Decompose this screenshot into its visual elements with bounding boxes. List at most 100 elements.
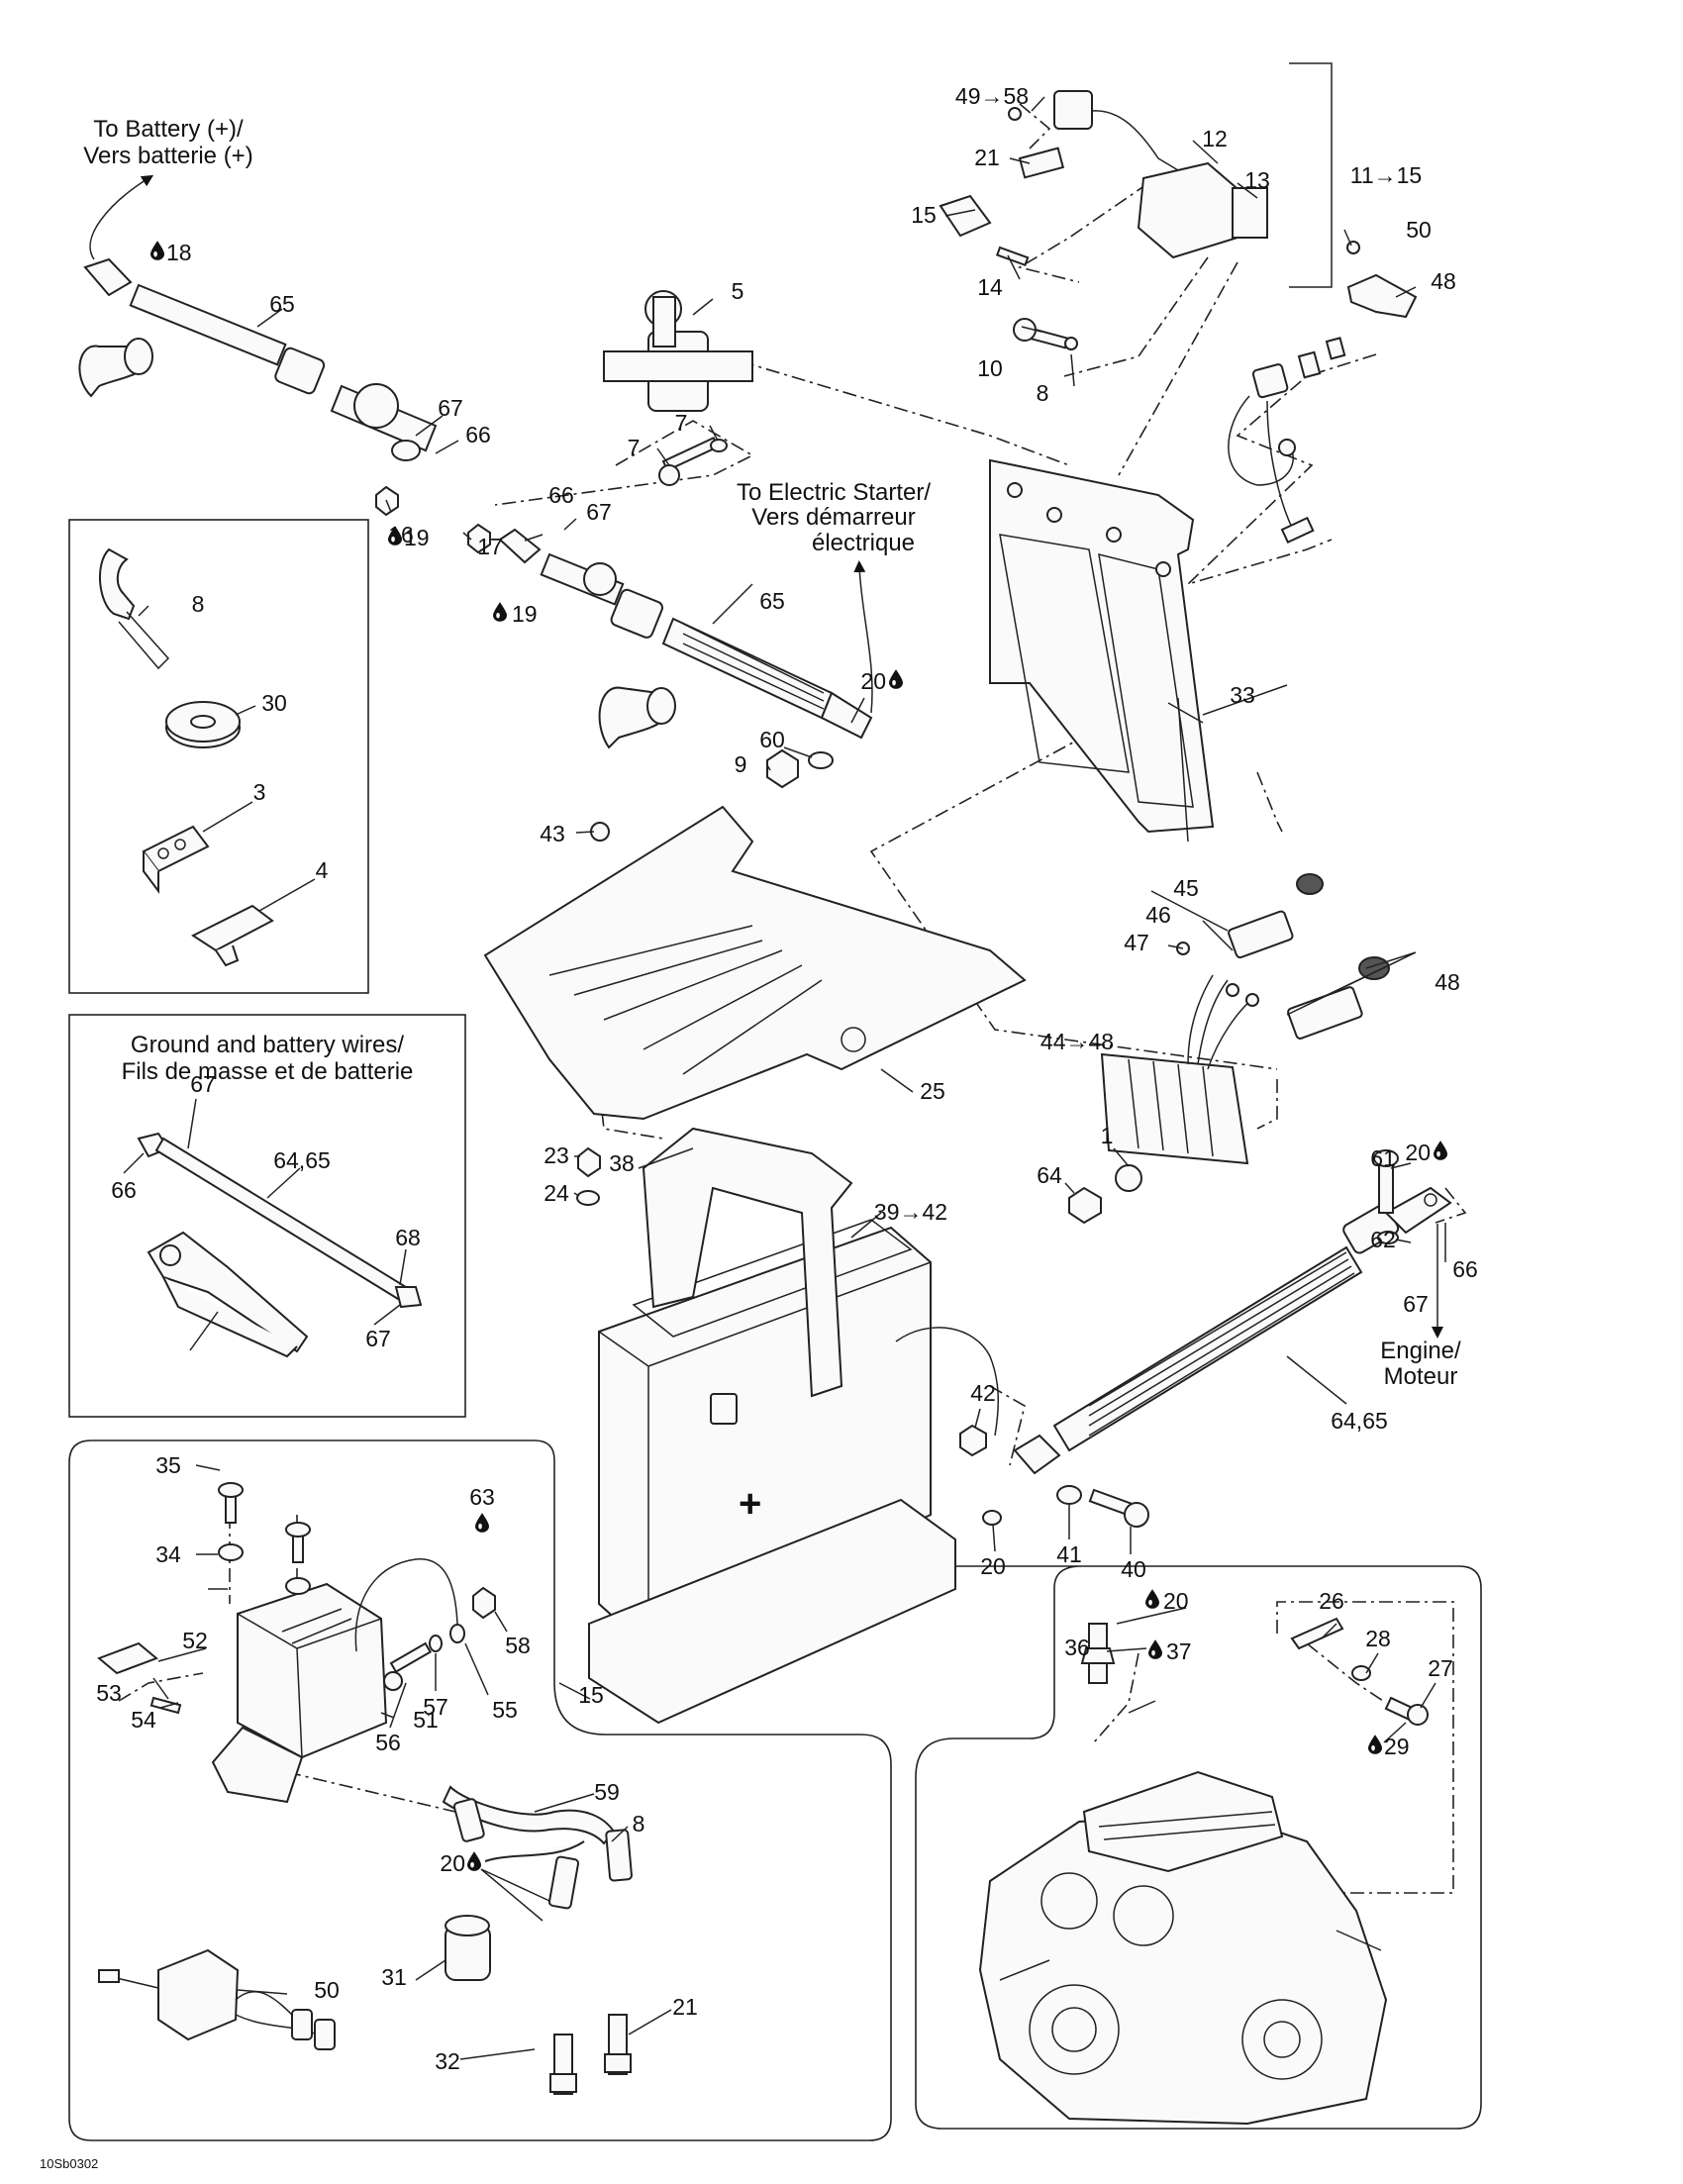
callout-23: 23 xyxy=(544,1142,569,1168)
callout-33: 33 xyxy=(1230,682,1255,708)
callout-67-box-top: 67 xyxy=(190,1071,216,1097)
holder-18 xyxy=(1346,273,1418,319)
callout-8-box: 8 xyxy=(192,591,205,617)
caption-engine-line2: Moteur xyxy=(1384,1363,1458,1390)
drop-icon xyxy=(1434,1141,1447,1160)
eyelet-54 xyxy=(449,1624,465,1643)
callout-51: 52 xyxy=(182,1628,208,1653)
callout-60: 61 xyxy=(1370,1145,1396,1171)
callout-66-mid: 66 xyxy=(548,482,574,508)
callout-16: 15 xyxy=(578,1682,604,1708)
drop-icon xyxy=(889,669,903,689)
svg-text:29: 29 xyxy=(1384,1734,1410,1759)
callout-38: 38 xyxy=(609,1150,635,1176)
callout-40: 40 xyxy=(1121,1556,1146,1582)
callout-19-top: 49→58 xyxy=(955,83,1029,109)
callout-42: 42 xyxy=(970,1380,996,1406)
screw-35 xyxy=(218,1482,244,1524)
callout-12: 12 xyxy=(1202,126,1228,151)
washer-24 xyxy=(576,1190,600,1206)
washer-7a xyxy=(710,439,728,452)
ground-battery-wires-box xyxy=(68,1014,466,1418)
callout-10: 10 xyxy=(977,355,1003,381)
callout-67-engine: 67 xyxy=(1403,1291,1429,1317)
callout-numbers: 49→58 21 12 13 11→15 15 14 10 8 50 48 5 … xyxy=(96,83,1478,2074)
caption-to-starter-line3: électrique xyxy=(812,530,915,556)
callout-20-mid: 19 xyxy=(493,601,538,627)
drop-icon xyxy=(1145,1589,1159,1609)
callout-56: 57 xyxy=(423,1694,448,1720)
washer-41 xyxy=(1056,1485,1082,1505)
nut-57 xyxy=(472,1586,496,1620)
connector-15 xyxy=(939,194,992,238)
callout-13: 13 xyxy=(1244,167,1270,193)
svg-text:18: 18 xyxy=(166,240,192,265)
callout-35: 35 xyxy=(155,1452,181,1478)
callout-44-48: 44→48 xyxy=(1040,1029,1114,1054)
washer-7b xyxy=(1064,337,1078,350)
spark-plug-boot-31 xyxy=(445,1915,491,1981)
accessories-box xyxy=(68,519,369,994)
callout-64: 64,65 xyxy=(1331,1408,1388,1434)
nut-42 xyxy=(959,1424,987,1457)
callout-67-top: 67 xyxy=(438,395,463,421)
drop-icon xyxy=(475,1513,489,1533)
callout-36: 36 xyxy=(1064,1635,1090,1660)
callout-1: 1 xyxy=(1101,1123,1114,1148)
svg-text:20: 20 xyxy=(440,1850,465,1876)
callout-57: 58 xyxy=(505,1633,531,1658)
drop-icon xyxy=(1368,1735,1382,1754)
callout-28: 28 xyxy=(1365,1626,1391,1651)
callout-31: 31 xyxy=(381,1964,407,1990)
callout-66-box-left: 66 xyxy=(111,1177,137,1203)
callout-46: 46 xyxy=(1145,902,1171,928)
callout-66-top: 66 xyxy=(465,422,491,447)
callout-47: 47 xyxy=(1124,930,1149,955)
sensor-36 xyxy=(1080,1623,1116,1684)
callout-32: 32 xyxy=(435,2048,460,2074)
grommet-30 xyxy=(165,701,241,748)
drop-icon xyxy=(150,241,164,260)
screw-40 xyxy=(1088,1488,1149,1528)
svg-text:20: 20 xyxy=(1405,1140,1431,1165)
washer-34 xyxy=(218,1543,244,1561)
callout-25: 25 xyxy=(920,1078,945,1104)
callout-63: 64 xyxy=(1037,1162,1062,1188)
part-26 xyxy=(1290,1617,1344,1650)
cable-tie-8 xyxy=(98,547,170,670)
callout-62-drop xyxy=(475,1513,489,1533)
leader-lines xyxy=(123,96,1446,2060)
callout-65-mid: 65 xyxy=(759,588,785,614)
nut-17b xyxy=(467,523,491,554)
callout-11-15: 11→15 xyxy=(1350,162,1422,188)
to-battery-arrow xyxy=(89,174,154,260)
screw-27 xyxy=(1384,1696,1429,1726)
washer-34b xyxy=(285,1577,311,1595)
nut-23 xyxy=(577,1146,601,1178)
caption-ground-battery: Ground and battery wires/ Fils de masse … xyxy=(122,1032,414,1085)
battery-wire-39-42 xyxy=(895,1327,1000,1437)
callout-53: 54 xyxy=(131,1707,156,1733)
svg-text:19: 19 xyxy=(404,525,430,550)
callout-66-engine: 66 xyxy=(1452,1256,1478,1282)
bracket-22 xyxy=(1018,147,1065,179)
spark-plug-wires-58 xyxy=(442,1785,633,1910)
caption-to-battery-line2: Vers batterie (+) xyxy=(83,143,252,169)
ignition-coil-panel xyxy=(68,1439,892,2141)
clip-4 xyxy=(190,904,274,967)
lubricant-callouts: 18 19 19 20 20 20 20 37 xyxy=(150,240,1447,1876)
washer-1 xyxy=(1115,1164,1142,1192)
callout-54: 55 xyxy=(492,1697,518,1723)
callout-20-starter: 20 xyxy=(860,668,903,694)
callout-43: 43 xyxy=(540,821,565,846)
callout-6: 7 xyxy=(628,435,641,460)
callout-29-engine: 29 xyxy=(1368,1734,1410,1759)
drop-icon xyxy=(1148,1639,1162,1659)
screw-10 xyxy=(1013,318,1069,349)
ground-wire-54 xyxy=(354,1558,458,1652)
caption-to-starter-line1: To Electric Starter/ xyxy=(737,479,931,506)
callout-65-top: 65 xyxy=(269,291,295,317)
caption-to-battery-line1: To Battery (+)/ xyxy=(93,116,244,143)
caption-ground-battery-line1: Ground and battery wires/ xyxy=(131,1032,404,1058)
callout-45: 45 xyxy=(1173,875,1199,901)
